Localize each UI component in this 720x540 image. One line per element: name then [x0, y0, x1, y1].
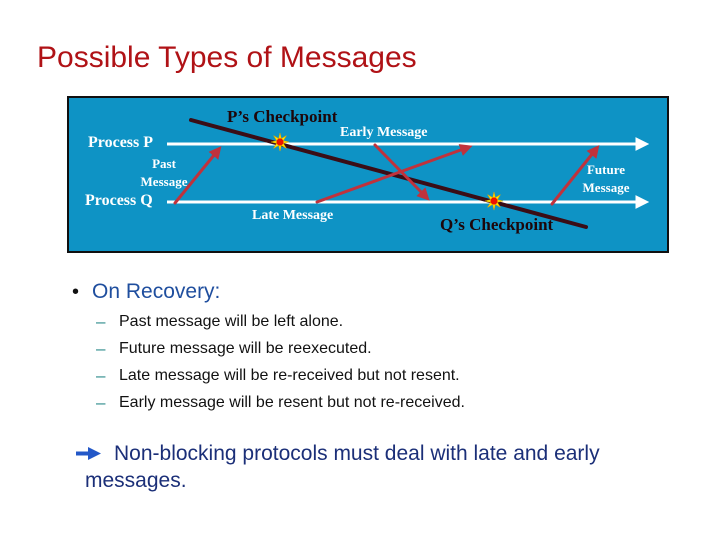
recovery-item-list: – Past message will be left alone. – Fut… [96, 308, 465, 416]
p-checkpoint-label: P’s Checkpoint [227, 107, 338, 126]
recovery-heading: • On Recovery: [72, 280, 220, 304]
dash-bullet-icon: – [96, 365, 106, 385]
q-checkpoint-label: Q’s Checkpoint [440, 215, 554, 234]
list-item: – Early message will be resent but not r… [96, 389, 465, 416]
recovery-heading-text: On Recovery: [92, 280, 221, 303]
conclusion-line1: Non-blocking protocols must deal with la… [114, 442, 600, 465]
recovery-item-past: Past message will be left alone. [119, 312, 344, 330]
recovery-item-late: Late message will be re-received but not… [119, 366, 460, 384]
dash-bullet-icon: – [96, 338, 106, 358]
late-message-arrow [315, 144, 473, 204]
diagram-canvas [167, 118, 650, 229]
past-message-label-line1: Past [152, 156, 176, 171]
future-message-label-line2: Message [582, 180, 630, 195]
conclusion-note: Non-blocking protocols must deal with la… [75, 440, 695, 494]
bullet-icon: • [72, 281, 80, 303]
process-p-label: Process P [88, 134, 154, 151]
past-message-label-line2: Message [140, 174, 188, 189]
early-message-label: Early Message [340, 125, 428, 140]
recovery-line [189, 118, 588, 229]
p-checkpoint-star-icon [270, 132, 290, 152]
list-item: – Late message will be re-received but n… [96, 362, 465, 389]
past-message-arrow [173, 146, 222, 205]
q-checkpoint-star-icon [484, 191, 504, 211]
late-message-label: Late Message [252, 208, 334, 223]
conclusion-line2: messages. [85, 469, 187, 492]
past-message-label: Past Message [129, 155, 199, 191]
recovery-item-future: Future message will be reexecuted. [119, 339, 372, 357]
future-message-label-line1: Future [586, 162, 626, 177]
recovery-item-early: Early message will be resent but not re-… [119, 393, 465, 411]
message-types-diagram: Process P Process Q P’s Checkpoint Q’s C… [67, 96, 669, 253]
dash-bullet-icon: – [96, 392, 106, 412]
right-arrow-icon [75, 446, 102, 461]
future-message-arrow [550, 145, 600, 206]
dash-bullet-icon: – [96, 311, 106, 331]
list-item: – Past message will be left alone. [96, 308, 465, 335]
list-item: – Future message will be reexecuted. [96, 335, 465, 362]
process-q-label: Process Q [85, 192, 153, 209]
future-message-label: Future Message [575, 161, 637, 197]
page-title: Possible Types of Messages [37, 41, 417, 74]
